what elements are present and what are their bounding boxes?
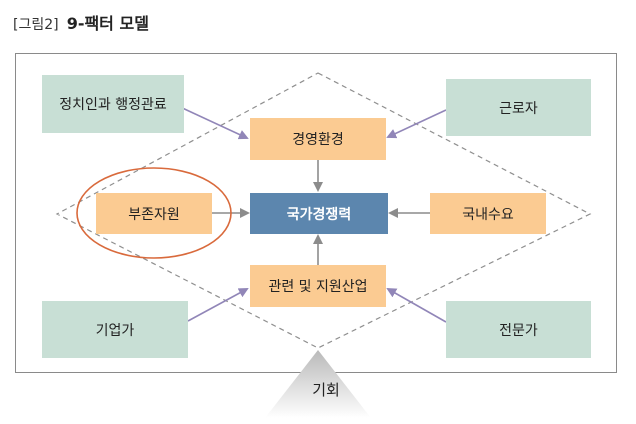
opportunity-label: 기회	[312, 380, 340, 399]
diamond-outline	[55, 72, 592, 349]
arrow-professionals	[386, 288, 447, 323]
box-politicians: 정치인과 행정관료	[42, 75, 184, 133]
box-competitiveness: 국가경쟁력	[250, 193, 388, 234]
figure-label: [그림2]	[13, 17, 59, 33]
figure-title: 9-팩터 모델	[66, 14, 149, 33]
box-domestic-demand: 국내수요	[430, 193, 546, 234]
box-resources: 부존자원	[96, 193, 212, 234]
box-entrepreneurs: 기업가	[42, 301, 188, 358]
box-business-env: 경영환경	[250, 118, 386, 160]
highlight-ellipse	[76, 167, 232, 259]
box-industries: 관련 및 지원산업	[250, 265, 386, 307]
arrow-politicians	[177, 105, 249, 140]
opportunity-arrow	[265, 350, 371, 418]
box-professionals: 전문가	[446, 301, 591, 358]
arrow-workers	[386, 109, 447, 139]
box-workers: 근로자	[446, 79, 591, 136]
figure-caption: [그림2] 9-팩터 모델	[13, 12, 149, 36]
arrow-entrepreneurs	[187, 288, 249, 322]
